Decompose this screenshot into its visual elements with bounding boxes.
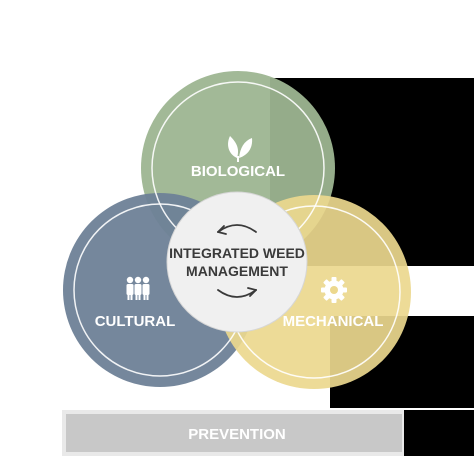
cycle-arrows-icon <box>217 224 257 298</box>
center-label-line1: INTEGRATED WEED <box>169 245 305 261</box>
prevention-bar: PREVENTION <box>62 410 474 456</box>
mechanical-label: MECHANICAL <box>283 313 384 330</box>
prevention-bar-fill <box>66 414 402 452</box>
cultural-label: CULTURAL <box>95 313 176 330</box>
prevention-bar-dark-edge <box>404 410 474 456</box>
leaves-icon <box>228 136 253 162</box>
biological-label: BIOLOGICAL <box>191 163 285 180</box>
gear-icon <box>321 277 347 303</box>
prevention-label: PREVENTION <box>188 426 286 443</box>
center-label-line2: MANAGEMENT <box>186 263 288 279</box>
center-circle <box>166 191 308 333</box>
people-icon <box>126 276 150 300</box>
